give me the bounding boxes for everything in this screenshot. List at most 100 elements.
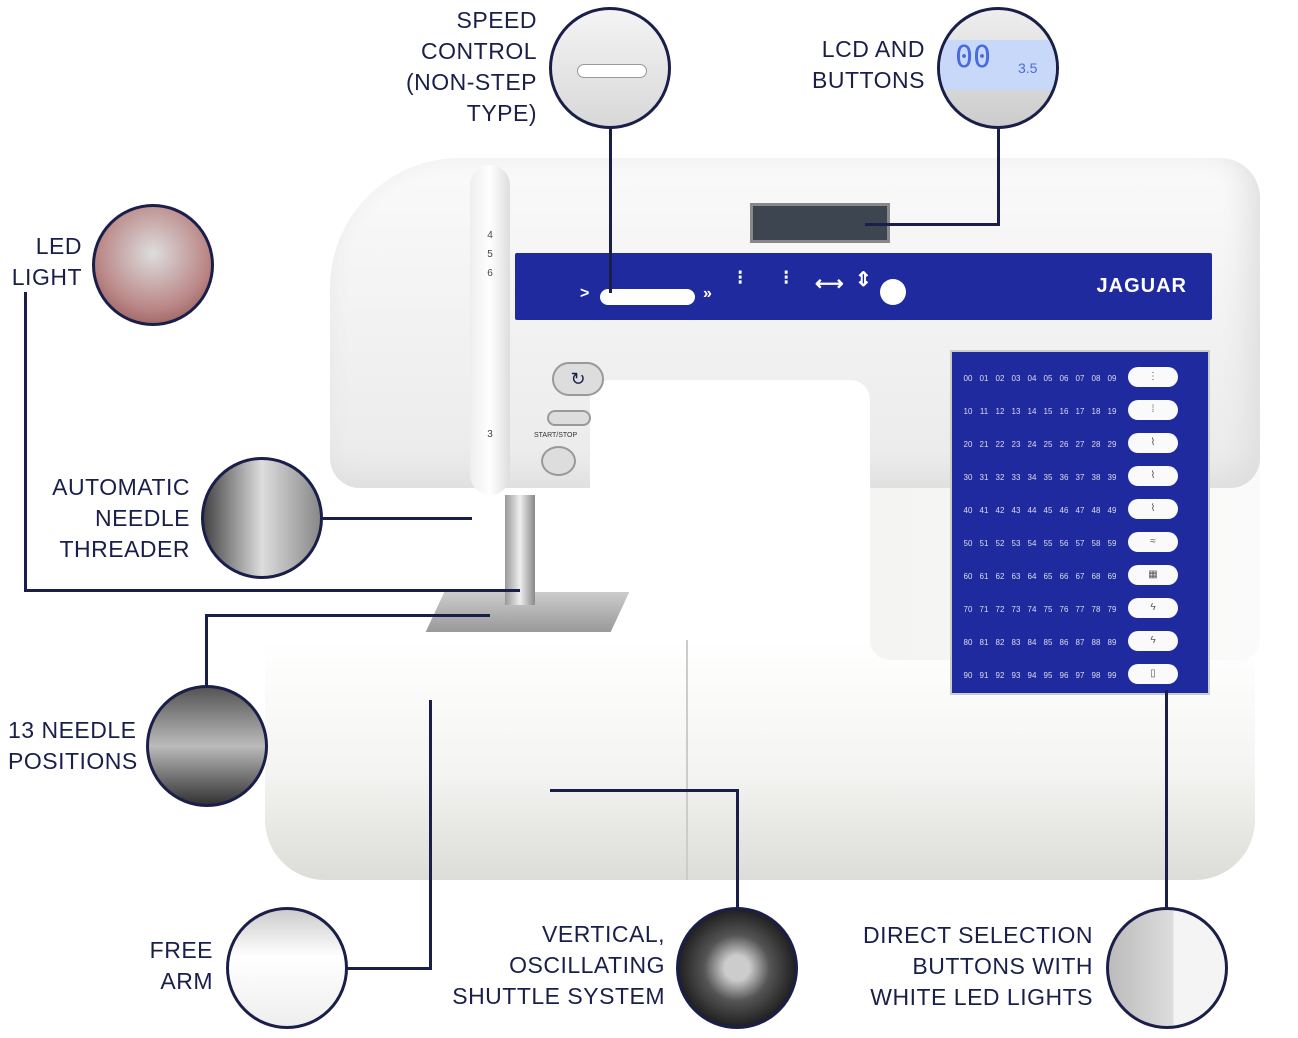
direct-select-button[interactable]: ⁞ [1128, 400, 1178, 420]
stitch-number: 59 [1107, 539, 1117, 548]
tension-dial[interactable]: 4 5 6 3 [470, 165, 510, 495]
direct-select-button[interactable]: ⌇ [1128, 499, 1178, 519]
direct-select-button[interactable]: ≈ [1128, 532, 1178, 552]
thread-guide-number: 3 [487, 429, 493, 440]
speed-control-photo [549, 7, 671, 129]
slow-icon: > [580, 285, 590, 302]
stitch-number: 12 [995, 407, 1005, 416]
stitch-number: 10 [963, 407, 973, 416]
direct-select-button[interactable]: ⋮ [1128, 367, 1178, 387]
direct-select-button[interactable]: ⌇ [1128, 433, 1178, 453]
stitch-number: 25 [1043, 440, 1053, 449]
label-needle-positions: 13 NEEDLE POSITIONS [8, 717, 138, 774]
direct-select-button[interactable]: ▯ [1128, 664, 1178, 684]
leader-line [205, 614, 490, 617]
stitch-number: 62 [995, 572, 1005, 581]
stitch-width-buttons[interactable]: ⁝ [783, 267, 790, 289]
stitch-number: 96 [1059, 671, 1069, 680]
stitch-number: 50 [963, 539, 973, 548]
stitch-number: 17 [1075, 407, 1085, 416]
width-arrow-icon[interactable]: ⟷ [815, 273, 844, 295]
stitch-number: 84 [1027, 638, 1037, 647]
stitch-number: 60 [963, 572, 973, 581]
stitch-number: 23 [1011, 440, 1021, 449]
leader-line [550, 789, 739, 792]
stitch-number: 75 [1043, 605, 1053, 614]
needle-position-button[interactable] [880, 279, 906, 305]
stitch-number: 41 [979, 506, 989, 515]
stitch-number: 69 [1107, 572, 1117, 581]
start-stop-button[interactable] [541, 446, 576, 476]
stitch-number: 28 [1091, 440, 1101, 449]
machine-throat [590, 380, 870, 570]
stitch-number: 71 [979, 605, 989, 614]
stitch-number: 95 [1043, 671, 1053, 680]
label-led-light: LED LIGHT [11, 233, 82, 290]
direct-selection-photo [1106, 907, 1228, 1029]
leader-line [24, 589, 520, 592]
stitch-number: 53 [1011, 539, 1021, 548]
stitch-number: 14 [1027, 407, 1037, 416]
label-lcd-buttons: LCD AND BUTTONS [812, 36, 925, 93]
stitch-number: 31 [979, 473, 989, 482]
stitch-number: 63 [1011, 572, 1021, 581]
stitch-number: 46 [1059, 506, 1069, 515]
stitch-number: 74 [1027, 605, 1037, 614]
start-stop-label: START/STOP [534, 432, 578, 439]
stitch-number: 91 [979, 671, 989, 680]
stitch-number: 73 [1011, 605, 1021, 614]
stitch-number: 04 [1027, 374, 1037, 383]
stitch-number: 07 [1075, 374, 1085, 383]
stitch-number: 79 [1107, 605, 1117, 614]
stitch-number: 64 [1027, 572, 1037, 581]
direct-select-button[interactable]: ▦ [1128, 565, 1178, 585]
stitch-number: 00 [963, 374, 973, 383]
led-light-photo [92, 204, 214, 326]
stitch-number: 94 [1027, 671, 1037, 680]
stitch-number: 19 [1107, 407, 1117, 416]
stitch-number: 54 [1027, 539, 1037, 548]
accessory-box-seam [686, 640, 688, 880]
stitch-number: 93 [1011, 671, 1021, 680]
stitch-number: 76 [1059, 605, 1069, 614]
stitch-number: 35 [1043, 473, 1053, 482]
stitch-number: 68 [1091, 572, 1101, 581]
shuttle-photo [676, 907, 798, 1029]
stitch-number: 51 [979, 539, 989, 548]
stitch-number: 92 [995, 671, 1005, 680]
stitch-number: 38 [1091, 473, 1101, 482]
direct-select-button[interactable]: ϟ [1128, 598, 1178, 618]
needle-updown-icon[interactable]: ⇕ [855, 269, 872, 291]
stitch-number: 88 [1091, 638, 1101, 647]
stitch-number: 90 [963, 671, 973, 680]
stitch-number: 09 [1107, 374, 1117, 383]
label-shuttle: VERTICAL, OSCILLATING SHUTTLE SYSTEM [452, 921, 665, 1009]
stitch-number: 34 [1027, 473, 1037, 482]
presser-foot [505, 495, 535, 605]
speed-slider[interactable] [600, 289, 695, 305]
stitch-number: 58 [1091, 539, 1101, 548]
needle-stop-button[interactable] [547, 410, 591, 426]
stitch-number: 21 [979, 440, 989, 449]
stitch-number: 43 [1011, 506, 1021, 515]
stitch-number: 02 [995, 374, 1005, 383]
stitch-number: 99 [1107, 671, 1117, 680]
stitch-number: 70 [963, 605, 973, 614]
stitch-number: 06 [1059, 374, 1069, 383]
stitch-number: 39 [1107, 473, 1117, 482]
stitch-number: 56 [1059, 539, 1069, 548]
stitch-number: 47 [1075, 506, 1085, 515]
direct-select-button[interactable]: ϟ [1128, 631, 1178, 651]
stitch-number: 01 [979, 374, 989, 383]
lcd-photo: 00 3.5 [937, 7, 1059, 129]
stitch-number: 18 [1091, 407, 1101, 416]
stitch-number: 03 [1011, 374, 1021, 383]
stitch-number: 32 [995, 473, 1005, 482]
stitch-number: 48 [1091, 506, 1101, 515]
label-direct-selection: DIRECT SELECTION BUTTONS WITH WHITE LED … [863, 922, 1093, 1010]
stitch-number: 15 [1043, 407, 1053, 416]
stitch-length-buttons[interactable]: ⁝ [737, 267, 744, 289]
direct-select-button[interactable]: ⌇ [1128, 466, 1178, 486]
reverse-button[interactable]: ↻ [552, 362, 604, 396]
brand-logo: JAGUAR [1096, 275, 1187, 297]
